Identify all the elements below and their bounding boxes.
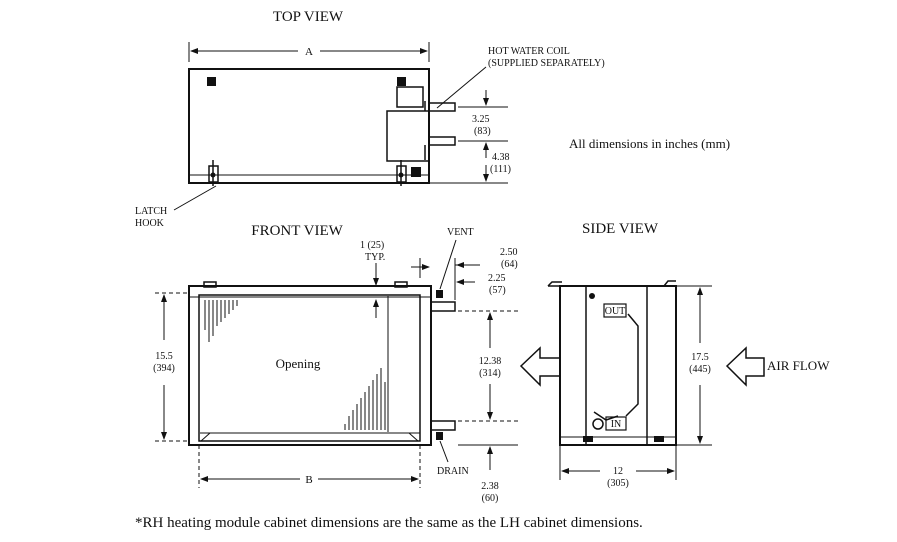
dim-225-mm: (57): [489, 285, 506, 296]
dim-250-mm: (64): [501, 259, 518, 270]
dim-b-label: B: [305, 474, 312, 486]
front-lip-chamfer: [200, 432, 419, 442]
dim-238-label: 2.38: [481, 481, 499, 492]
top-corner-tab-right: [397, 77, 406, 86]
dim-a-label: A: [305, 46, 313, 58]
dim-325-label: 3.25: [472, 114, 490, 125]
dim-155-mm: (394): [153, 363, 175, 374]
airflow-label: AIR FLOW: [767, 358, 830, 373]
dim-1238-label: 12.38: [479, 356, 502, 367]
latch-hook-right: [396, 160, 421, 186]
front-latch-left: [203, 281, 217, 288]
front-view-title: FRONT VIEW: [251, 223, 343, 239]
vent-label: VENT: [447, 227, 474, 238]
in-label: IN: [611, 419, 622, 430]
latch-leader: [173, 185, 217, 211]
dim-155-label: 15.5: [155, 351, 173, 362]
latch-label-line1: LATCH: [135, 206, 167, 217]
front-airflow-arrow: [519, 346, 561, 387]
opening-hatch-bottomright: [344, 368, 386, 430]
units-note: All dimensions in inches (mm): [569, 136, 730, 151]
side-coil-pipe: [625, 313, 639, 417]
latch-label-line2: HOOK: [135, 218, 165, 229]
dim-438-label: 4.38: [492, 152, 510, 163]
vent-fitting: [436, 290, 443, 298]
front-cabinet: [188, 285, 432, 446]
top-corner-tab-left: [207, 77, 216, 86]
side-view-title: SIDE VIEW: [582, 221, 659, 237]
latch-hook-left: [208, 160, 219, 186]
opening-label: Opening: [276, 356, 321, 371]
front-pipe-top: [430, 301, 456, 312]
dim-typ-label: 1 (25): [360, 240, 384, 251]
dim-438-mm: (111): [490, 164, 511, 175]
dim-175-label: 17.5: [691, 352, 709, 363]
side-view: SIDE VIEW OUT IN 17.5 (445) AIR FLOW: [547, 221, 830, 489]
front-opening: [198, 294, 421, 442]
side-vent-fitting: [589, 293, 595, 299]
out-label-box: [603, 303, 627, 318]
front-view: FRONT VIEW 1 (25) TYP.: [153, 223, 561, 504]
side-latch-right: [663, 280, 676, 287]
top-cabinet: [188, 68, 430, 184]
side-latch: [547, 281, 562, 287]
dim-325-mm: (83): [474, 126, 491, 137]
drain-label: DRAIN: [437, 466, 469, 477]
vent-leader: [439, 239, 457, 290]
dim-225-label: 2.25: [488, 273, 506, 284]
front-pipe-bottom: [430, 420, 456, 431]
out-label: OUT: [605, 306, 626, 317]
footnote: *RH heating module cabinet dimensions ar…: [135, 515, 643, 531]
top-view-title: TOP VIEW: [273, 9, 344, 25]
side-drain-fitting: [592, 418, 604, 430]
top-view: TOP VIEW A: [135, 9, 605, 229]
dim-1238-mm: (314): [479, 368, 501, 379]
dim-250-label: 2.50: [500, 247, 518, 258]
front-latch-right: [394, 281, 408, 288]
dim-typ-note: TYP.: [365, 252, 385, 263]
in-label-box: [605, 416, 627, 431]
side-cabinet: [559, 285, 677, 446]
drain-leader: [439, 440, 449, 463]
coil-leader: [436, 66, 487, 109]
hot-water-coil: [386, 86, 456, 162]
opening-hatch-topleft: [204, 300, 238, 342]
dim-238-mm: (60): [482, 493, 499, 504]
dim-175-mm: (445): [689, 364, 711, 375]
coil-label-line1: HOT WATER COIL: [488, 46, 570, 57]
dim-12-label: 12: [613, 466, 623, 477]
dim-12-mm: (305): [607, 478, 629, 489]
coil-label-line2: (SUPPLIED SEPARATELY): [488, 58, 605, 69]
side-foot-right: [654, 436, 664, 442]
drain-fitting: [436, 432, 443, 440]
airflow-arrow: [725, 346, 765, 387]
side-foot-left: [583, 436, 593, 442]
